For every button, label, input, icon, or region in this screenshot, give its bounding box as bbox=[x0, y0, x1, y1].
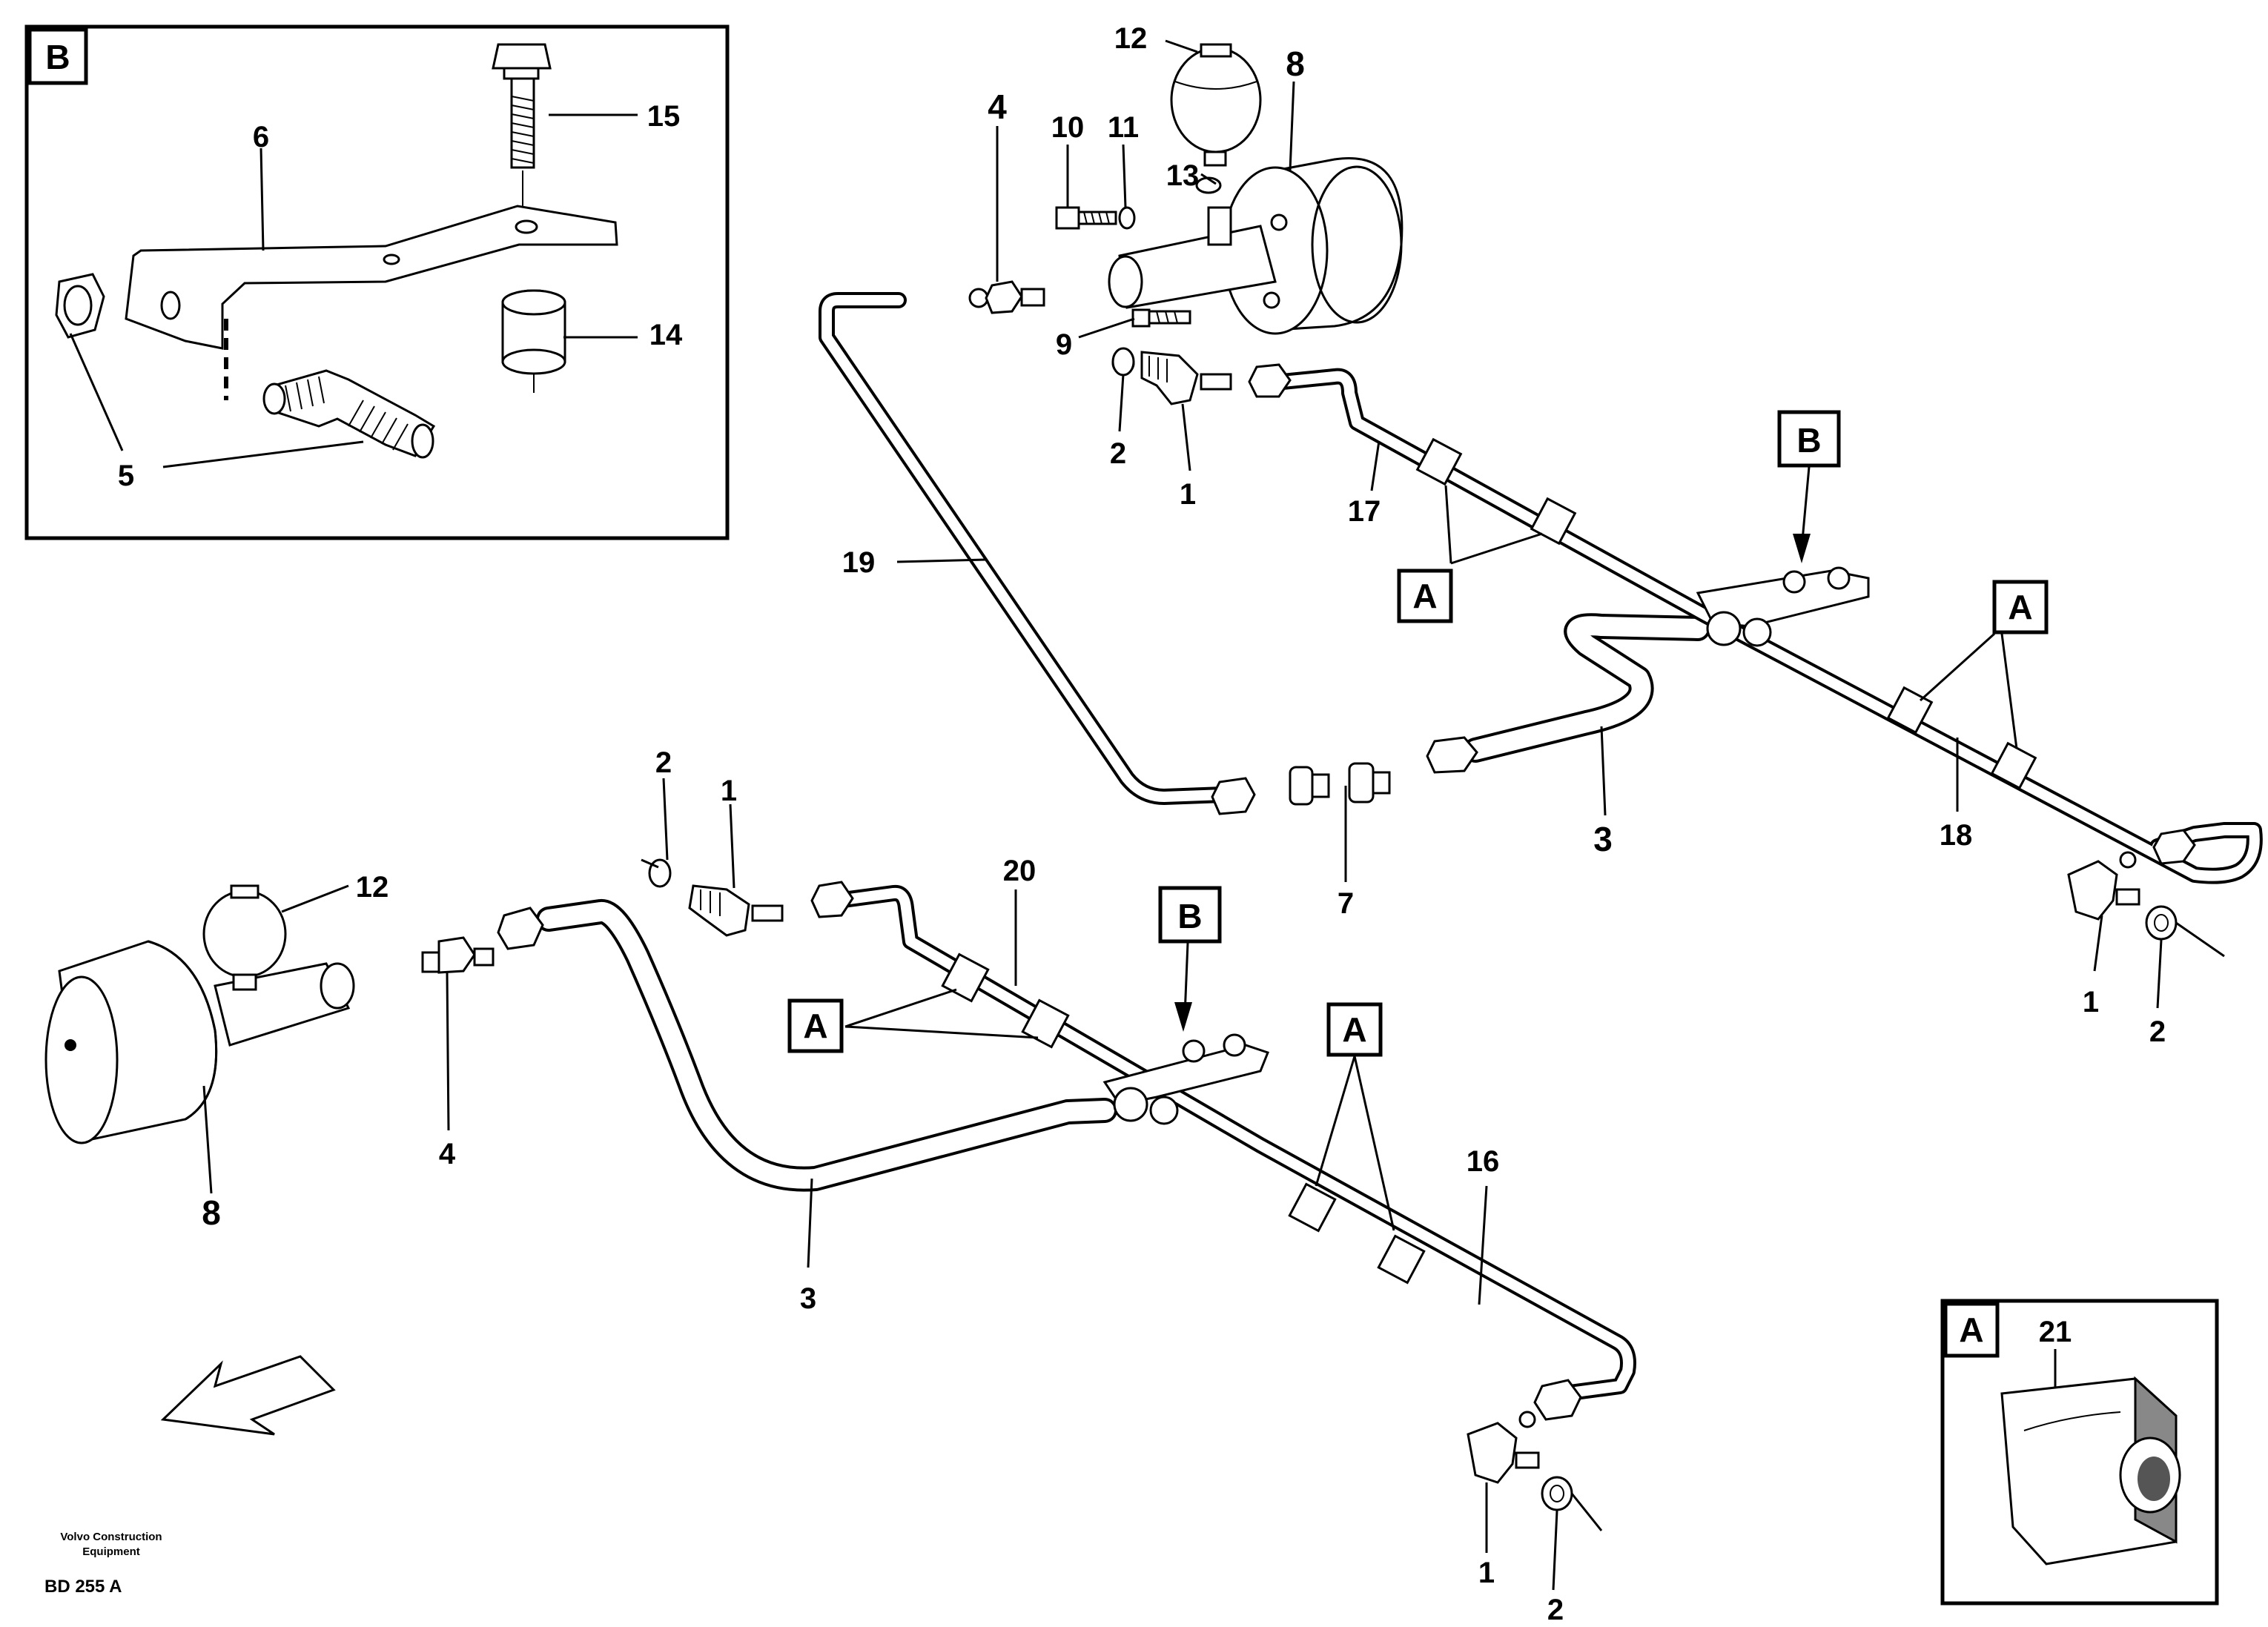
tee-fitting bbox=[224, 319, 436, 459]
label-3-upper: 3 bbox=[1593, 820, 1613, 858]
clamp-lower-4 bbox=[1377, 1234, 1426, 1285]
pipe-nut-17 bbox=[1248, 363, 1292, 398]
clamp-upper-4 bbox=[1990, 741, 2037, 790]
bolt-15 bbox=[492, 43, 552, 211]
nut-5 bbox=[55, 273, 105, 339]
hose-3-upper bbox=[1463, 613, 1710, 763]
label-1-lower: 1 bbox=[721, 775, 737, 807]
spacer-14 bbox=[501, 289, 566, 393]
marker-a-lower-right: A bbox=[1315, 1002, 1395, 1231]
elbow-1-bottom bbox=[1467, 1411, 1540, 1484]
clamp-upper-2 bbox=[1530, 497, 1577, 546]
pipe-20-16 bbox=[830, 884, 1636, 1402]
label-12-upper: 12 bbox=[1114, 22, 1148, 55]
master-cylinder-upper bbox=[1108, 206, 1277, 309]
detail-box-b-letter: B bbox=[45, 38, 70, 76]
label-9: 9 bbox=[1056, 328, 1072, 361]
label-3-lower: 3 bbox=[800, 1282, 816, 1315]
label-2-lower: 2 bbox=[655, 746, 672, 779]
clamp-lower-3 bbox=[1288, 1182, 1337, 1233]
marker-a-upper-left: A bbox=[1397, 485, 1543, 623]
bleed-screw-4-lower bbox=[421, 936, 495, 974]
bolt-9 bbox=[1131, 308, 1191, 328]
pipe-nut-20 bbox=[810, 881, 854, 918]
bracket-lower bbox=[1102, 1033, 1269, 1125]
label-8-lower: 8 bbox=[202, 1193, 221, 1232]
detail-box-a-letter: A bbox=[1959, 1310, 1983, 1349]
label-14: 14 bbox=[649, 319, 683, 351]
publisher-line-1: Volvo Construction bbox=[60, 1531, 162, 1543]
svg-text:A: A bbox=[1342, 1010, 1366, 1049]
washer-2-upper bbox=[1111, 347, 1135, 377]
leader-lines bbox=[202, 39, 2225, 1591]
detail-box-a: A 21 bbox=[1940, 1299, 2219, 1606]
label-4-upper: 4 bbox=[988, 87, 1007, 126]
brake-booster-upper bbox=[1222, 157, 1404, 335]
clamp-upper-1 bbox=[1415, 437, 1463, 486]
label-20: 20 bbox=[1003, 855, 1037, 887]
svg-text:B: B bbox=[1796, 421, 1821, 460]
publisher-line-2: Equipment bbox=[82, 1545, 140, 1558]
label-2-upper: 2 bbox=[1110, 437, 1126, 470]
label-6: 6 bbox=[253, 121, 269, 153]
label-19: 19 bbox=[842, 546, 876, 579]
label-2-right: 2 bbox=[2149, 1015, 2166, 1048]
bracket-6 bbox=[125, 205, 618, 350]
clamp-lower-2 bbox=[1021, 998, 1070, 1049]
marker-a-lower-left: A bbox=[787, 988, 1039, 1053]
label-15: 15 bbox=[647, 100, 681, 133]
fitting-7 bbox=[1211, 736, 1478, 815]
svg-text:A: A bbox=[1412, 577, 1437, 615]
reservoir-12-lower bbox=[202, 884, 287, 991]
pipe-17-18 bbox=[1274, 368, 2263, 884]
label-1-bottom: 1 bbox=[1478, 1557, 1495, 1589]
washer-11 bbox=[1118, 206, 1136, 230]
label-13: 13 bbox=[1166, 159, 1200, 192]
bracket-upper bbox=[1696, 566, 1870, 647]
brake-booster-lower bbox=[44, 940, 218, 1144]
washer-2-bottom bbox=[1541, 1476, 1573, 1511]
nut-16 bbox=[1533, 1379, 1582, 1421]
nut-18 bbox=[2152, 829, 2196, 865]
marker-b-lower: B bbox=[1158, 886, 1222, 1032]
elbow-1-right bbox=[2067, 851, 2140, 921]
washer-2-right bbox=[2145, 905, 2178, 941]
pipe-19 bbox=[819, 292, 1231, 805]
label-5: 5 bbox=[118, 460, 134, 492]
document-id: BD 255 A bbox=[44, 1577, 122, 1597]
svg-text:A: A bbox=[2008, 588, 2032, 626]
label-1-upper: 1 bbox=[1180, 478, 1196, 511]
hose-fitting-lower bbox=[497, 907, 544, 950]
label-16: 16 bbox=[1467, 1145, 1500, 1178]
label-2-bottom: 2 bbox=[1547, 1594, 1564, 1626]
label-21: 21 bbox=[2039, 1316, 2072, 1348]
bleed-screw-4-upper bbox=[968, 280, 1045, 314]
hose-3-lower bbox=[536, 899, 1117, 1192]
elbow-1-lower bbox=[688, 884, 784, 937]
svg-text:A: A bbox=[803, 1007, 827, 1045]
reservoir-12-upper bbox=[1170, 43, 1262, 167]
label-8-upper: 8 bbox=[1286, 44, 1305, 83]
label-7: 7 bbox=[1338, 887, 1354, 920]
label-18: 18 bbox=[1940, 819, 1973, 852]
marker-a-upper-right: A bbox=[1919, 580, 2049, 749]
label-10: 10 bbox=[1051, 111, 1085, 144]
label-4-lower: 4 bbox=[439, 1138, 456, 1170]
direction-arrow-icon bbox=[160, 1355, 336, 1436]
label-1-right: 1 bbox=[2083, 986, 2099, 1018]
label-11: 11 bbox=[1108, 111, 1139, 144]
pipe-clamp-21 bbox=[2000, 1376, 2181, 1565]
label-12-lower: 12 bbox=[356, 871, 389, 904]
svg-text:B: B bbox=[1177, 897, 1202, 935]
detail-box-b: B bbox=[24, 24, 730, 540]
bolt-10 bbox=[1055, 206, 1117, 230]
marker-b-upper: B bbox=[1777, 410, 1841, 563]
label-17: 17 bbox=[1348, 495, 1381, 528]
